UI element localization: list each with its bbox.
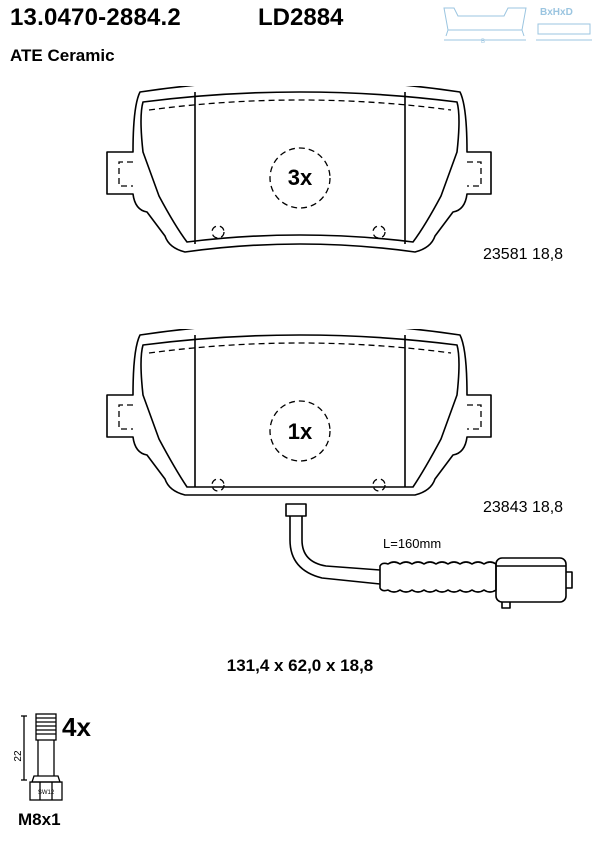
wear-sensor-drawing <box>285 503 573 609</box>
wire-length-label: L=160mm <box>383 536 442 551</box>
pad1-quantity: 3x <box>287 165 313 190</box>
bolt-thread: M8x1 <box>18 810 61 829</box>
brake-pad-with-sensor-drawing <box>106 329 492 496</box>
bolt-length-label: 22 <box>14 750 24 762</box>
dim-icon-label: BxHxD <box>540 7 573 18</box>
brake-pad-drawing <box>106 86 492 253</box>
pad-dimensions: 131,4 x 62,0 x 18,8 <box>226 656 374 675</box>
bolt-drawing: 22 SW12 <box>14 713 63 801</box>
pad2-quantity: 1x <box>287 419 313 444</box>
dim-icon-b: B <box>481 39 485 44</box>
bolt-wrench-label: SW12 <box>38 790 55 796</box>
ld-code: LD2884 <box>258 4 344 31</box>
bolt-quantity: 4x <box>62 712 91 742</box>
dimension-icon: BxHxD B <box>443 7 592 44</box>
pad1-part-ref: 23581 18,8 <box>483 246 564 263</box>
part-number: 13.0470-2884.2 <box>10 4 181 31</box>
brand-label: ATE Ceramic <box>10 46 115 65</box>
pad2-part-ref: 23843 18,8 <box>483 499 564 516</box>
